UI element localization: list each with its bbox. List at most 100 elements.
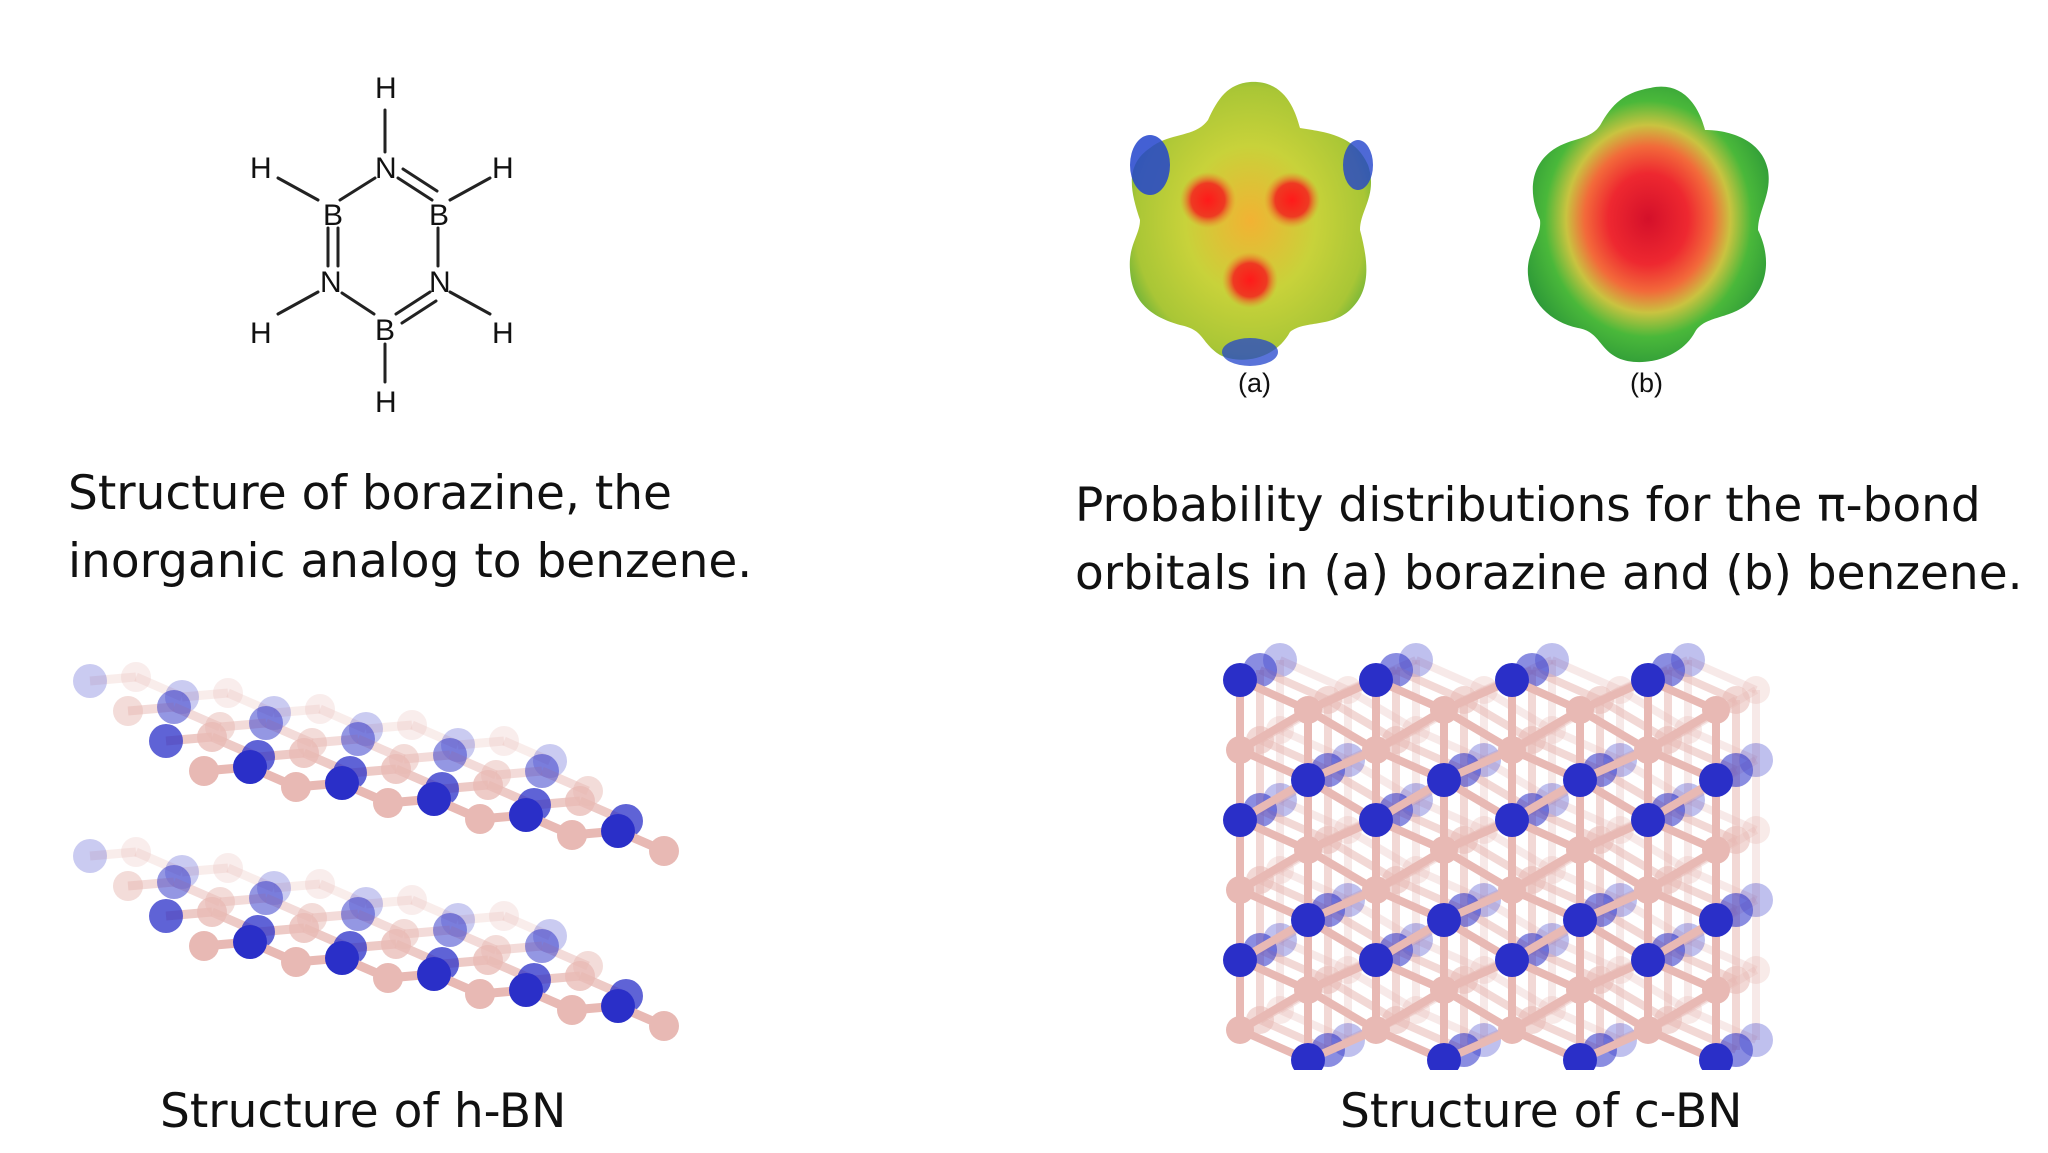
cbn-bond xyxy=(1414,866,1486,904)
cbn-boron-atom xyxy=(1362,1016,1390,1044)
cbn-nitrogen-atom xyxy=(1631,803,1665,837)
hbn-boron-atom xyxy=(213,678,243,708)
hydrogen-label-lower-left: H xyxy=(250,317,272,350)
cbn-bond xyxy=(1550,726,1622,764)
hbn-boron-atom xyxy=(381,929,411,959)
hbn-bond xyxy=(273,879,321,893)
hbn-nitrogen-atom xyxy=(417,957,451,991)
cbn-bond xyxy=(1686,936,1758,974)
hbn-nitrogen-atom xyxy=(233,925,267,959)
hbn-nitrogen-atom xyxy=(249,881,283,915)
cbn-bond xyxy=(1550,1006,1622,1044)
cbn-bond xyxy=(1481,966,1555,1014)
hbn-boron-atom xyxy=(289,738,319,768)
hbn-boron-atom xyxy=(197,897,227,927)
hbn-boron-atom xyxy=(213,853,243,883)
hbn-bond xyxy=(457,736,505,750)
hbn-boron-atom xyxy=(565,961,595,991)
cbn-boron-atom xyxy=(1702,696,1730,724)
hbn-boron-atom xyxy=(649,836,679,866)
orbitals-caption-line1: Probability distributions for the π-bond xyxy=(1075,478,1981,533)
nitrogen-label-left: N xyxy=(320,266,342,299)
cbn-boron-atom xyxy=(1566,836,1594,864)
hbn-boron-atom xyxy=(465,804,495,834)
cbn-bond xyxy=(1345,966,1419,1014)
cbn-boron-atom xyxy=(1498,1016,1526,1044)
hbn-nitrogen-atom xyxy=(509,798,543,832)
hbn-boron-atom xyxy=(465,979,495,1009)
hbn-nitrogen-atom xyxy=(73,839,107,873)
hbn-boron-atom xyxy=(189,756,219,786)
hbn-boron-atom xyxy=(113,871,143,901)
cbn-nitrogen-atom xyxy=(1563,763,1597,797)
cbn-boron-atom xyxy=(1226,736,1254,764)
cbn-nitrogen-atom xyxy=(1427,1043,1461,1070)
cbn-bond xyxy=(1278,936,1350,974)
cbn-nitrogen-atom xyxy=(1495,943,1529,977)
hbn-boron-atom xyxy=(373,788,403,818)
cbn-nitrogen-atom xyxy=(1563,903,1597,937)
cbn-bond xyxy=(1278,656,1350,694)
cbn-bond xyxy=(1686,866,1758,904)
hbn-boron-atom xyxy=(557,995,587,1025)
borazine-caption: Structure of borazine, the inorganic ana… xyxy=(68,460,752,596)
cbn-bond xyxy=(1617,826,1691,874)
cbn-bond xyxy=(1481,826,1555,874)
hbn-boron-atom xyxy=(373,963,403,993)
cbn-nitrogen-atom xyxy=(1563,1043,1597,1070)
cbn-bond xyxy=(1278,866,1350,904)
hbn-nitrogen-atom xyxy=(149,724,183,758)
hbn-structure-diagram xyxy=(73,662,679,1041)
hydrogen-label-bottom: H xyxy=(375,386,397,419)
hbn-nitrogen-atom xyxy=(525,929,559,963)
hbn-boron-atom xyxy=(305,869,335,899)
boron-label-left: B xyxy=(323,199,343,232)
hbn-nitrogen-atom xyxy=(341,722,375,756)
hbn-bond xyxy=(89,847,137,861)
hbn-boron-atom xyxy=(557,820,587,850)
cbn-nitrogen-atom xyxy=(1291,763,1325,797)
hbn-boron-atom xyxy=(281,947,311,977)
hbn-boron-atom xyxy=(649,1011,679,1041)
hbn-boron-atom xyxy=(381,754,411,784)
hbn-nitrogen-atom xyxy=(433,913,467,947)
hbn-bond xyxy=(89,672,137,686)
cbn-boron-atom xyxy=(1362,736,1390,764)
cbn-nitrogen-atom xyxy=(1427,903,1461,937)
cbn-nitrogen-atom xyxy=(1223,803,1257,837)
cbn-bond xyxy=(1345,686,1419,734)
cbn-boron-atom xyxy=(1226,876,1254,904)
cbn-nitrogen-atom xyxy=(1631,943,1665,977)
hbn-bond xyxy=(365,720,413,734)
hbn-boron-atom xyxy=(289,913,319,943)
cbn-nitrogen-atom xyxy=(1631,663,1665,697)
cbn-boron-atom xyxy=(1226,1016,1254,1044)
hbn-boron-atom xyxy=(473,770,503,800)
hbn-nitrogen-atom xyxy=(157,865,191,899)
cbn-bond xyxy=(1550,796,1622,834)
hbn-nitrogen-atom xyxy=(325,766,359,800)
cbn-bond xyxy=(1414,1006,1486,1044)
cbn-nitrogen-atom xyxy=(1427,763,1461,797)
cbn-nitrogen-atom xyxy=(1359,663,1393,697)
cbn-boron-atom xyxy=(1702,976,1730,1004)
orbitals-caption: Probability distributions for the π-bond… xyxy=(1075,472,2023,608)
cbn-nitrogen-atom xyxy=(1359,943,1393,977)
cbn-nitrogen-atom xyxy=(1495,803,1529,837)
cbn-boron-atom xyxy=(1430,976,1458,1004)
hbn-nitrogen-atom xyxy=(433,738,467,772)
cbn-caption: Structure of c-BN xyxy=(1340,1084,1743,1139)
cbn-boron-atom xyxy=(1294,696,1322,724)
benzene-orbital-image xyxy=(1527,86,1769,363)
hydrogen-label-top: H xyxy=(375,72,397,105)
borazine-structure-diagram: H N B B N N B H H H H H xyxy=(250,72,514,419)
hbn-boron-atom xyxy=(305,694,335,724)
hbn-boron-atom xyxy=(397,710,427,740)
cbn-boron-atom xyxy=(1430,836,1458,864)
borazine-caption-line1: Structure of borazine, the xyxy=(68,466,672,521)
cbn-nitrogen-atom xyxy=(1699,763,1733,797)
cbn-boron-atom xyxy=(1566,696,1594,724)
hbn-nitrogen-atom xyxy=(325,941,359,975)
hbn-nitrogen-atom xyxy=(149,899,183,933)
hbn-boron-atom xyxy=(489,726,519,756)
